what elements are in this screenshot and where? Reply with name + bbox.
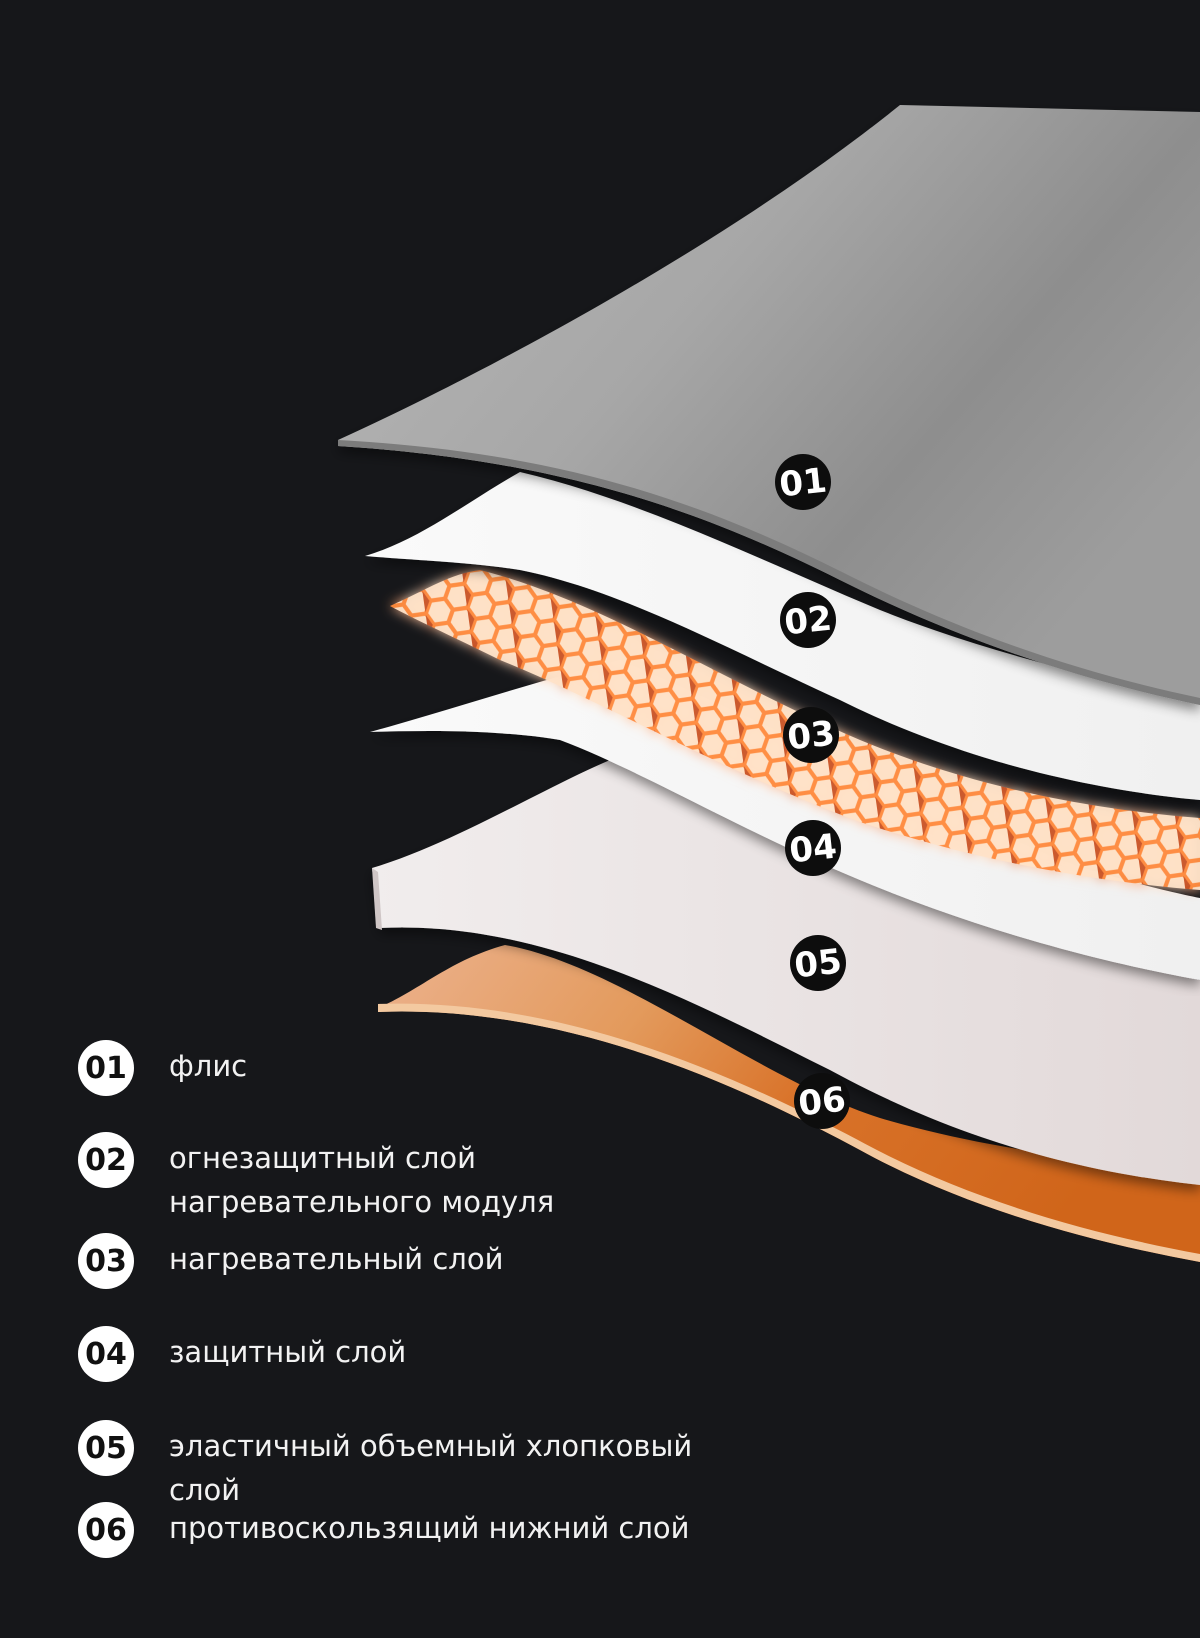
layer-badge-number-05: 05 [792,942,843,987]
legend-number-05: 05 [78,1420,134,1476]
legend-item-03: 03 нагревательный слой [78,1233,503,1289]
legend-item-05: 05 эластичный объемный хлопковый слой [78,1420,769,1512]
layer-05-shape [372,760,1200,1185]
legend-number-02: 02 [78,1132,134,1188]
layer-05-side [372,868,382,930]
layer-badge-05: 05 [790,935,846,991]
legend-label-02: огнезащитный слой нагревательного модуля [169,1141,555,1219]
legend-number-03: 03 [78,1233,134,1289]
layer-02-shape [365,472,1200,800]
layer-01-shape [338,105,1200,705]
legend-label-05: эластичный объемный хлопковый слой [169,1429,693,1507]
layer-badge-04: 04 [785,820,841,876]
layer-badge-06: 06 [794,1073,850,1129]
layer-badge-number-06: 06 [796,1080,847,1125]
layer-badge-circle-03 [783,707,839,763]
layer-badge-circle-05 [790,935,846,991]
legend-label-06: противоскользящий нижний слой [169,1511,690,1545]
layer-06-shape [378,945,1200,1262]
layer-badge-02: 02 [780,592,836,648]
legend-number-01: 01 [78,1040,134,1096]
legend-label-04: защитный слой [169,1335,407,1369]
layer-badge-number-04: 04 [787,827,838,872]
legend-number-04: 04 [78,1326,134,1382]
layer-badge-03: 03 [783,707,839,763]
legend-item-02: 02 огнезащитный слой нагревательного мод… [78,1132,729,1224]
legend-item-06: 06 противоскользящий нижний слой [78,1502,690,1558]
layer-badge-circle-01 [775,454,831,510]
layer-badge-number-02: 02 [782,599,833,644]
legend-item-04: 04 защитный слой [78,1326,406,1382]
layer-01-edge [338,440,1200,705]
layer-badge-circle-06 [794,1073,850,1129]
layer-04-shape [370,660,1200,980]
legend-number-06: 06 [78,1502,134,1558]
layer-badge-01: 01 [775,454,831,510]
legend-label-01: флис [169,1049,248,1083]
layer-badge-circle-04 [785,820,841,876]
layer-badge-number-03: 03 [785,714,836,759]
layer-badge-circle-02 [780,592,836,648]
legend-item-01: 01 флис [78,1040,247,1096]
legend-label-03: нагревательный слой [169,1242,504,1276]
layer-badge-number-01: 01 [777,461,828,506]
